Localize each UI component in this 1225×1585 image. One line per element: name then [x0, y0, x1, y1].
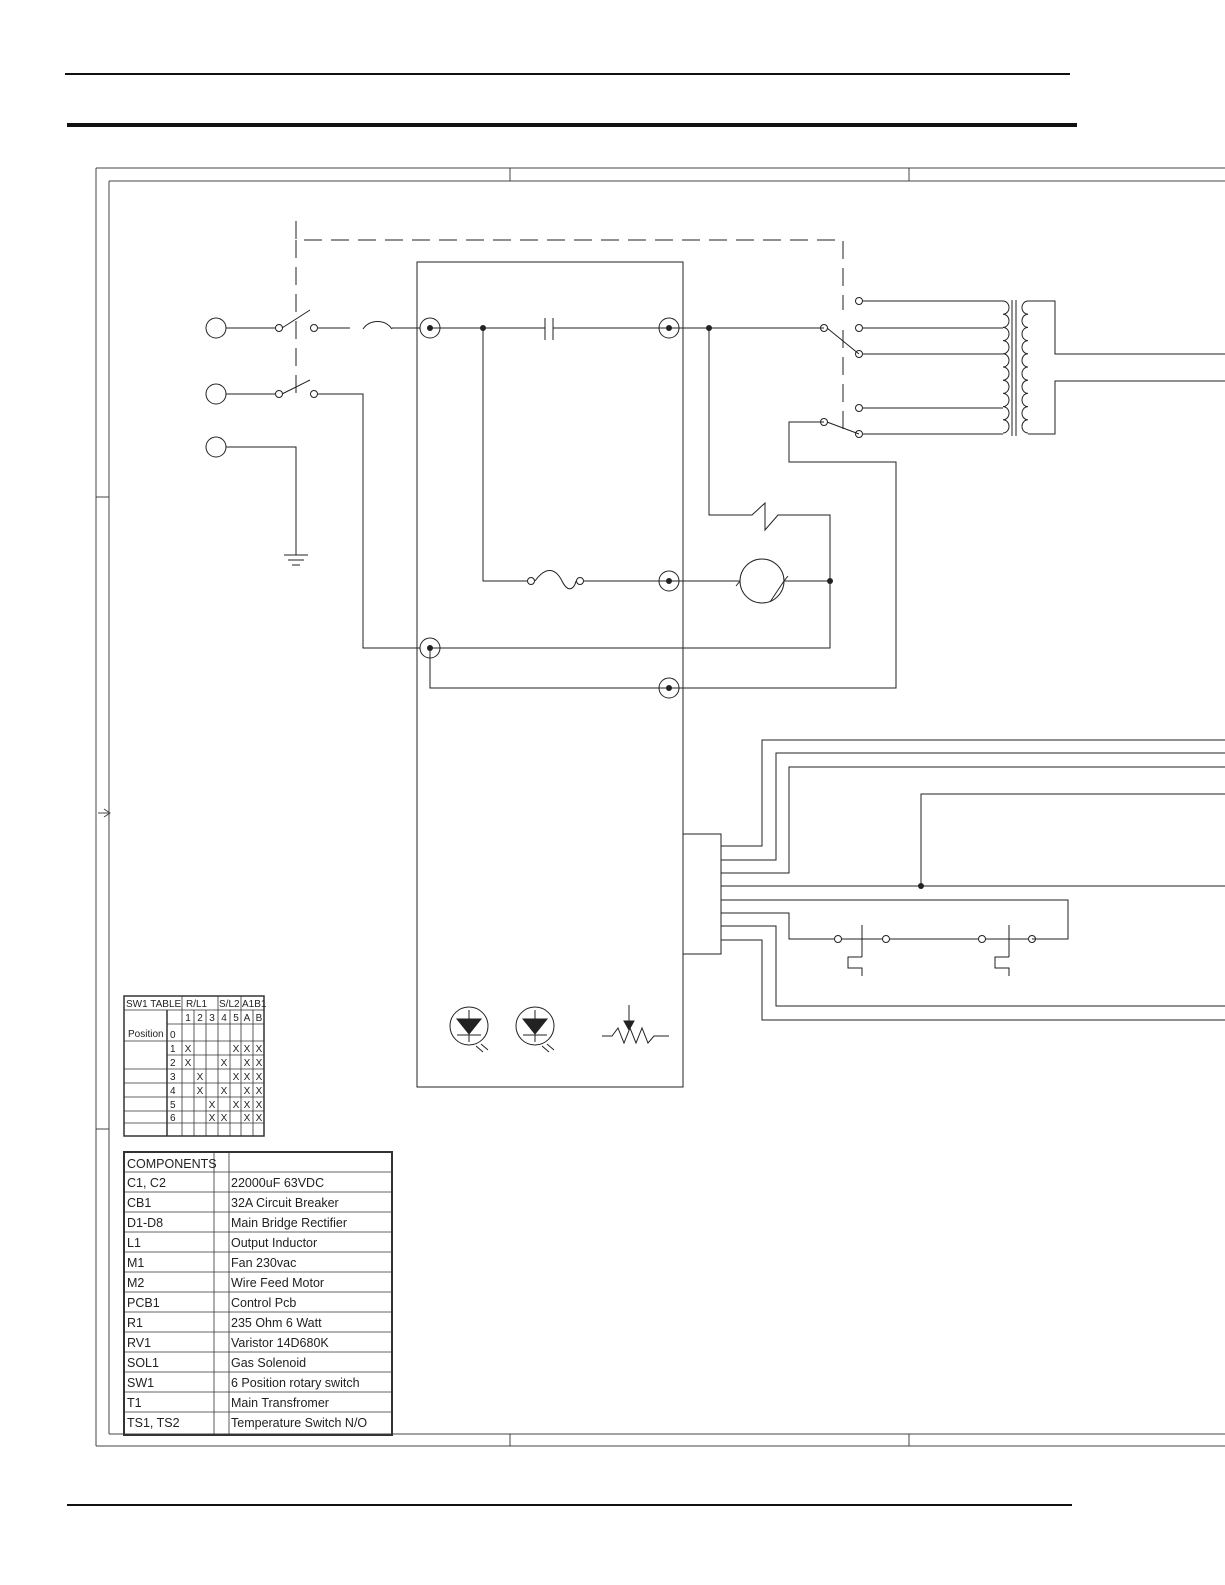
component-desc: Main Transfromer — [231, 1396, 329, 1410]
led-1 — [449, 1006, 489, 1046]
sw1-column-header: A — [244, 1013, 251, 1024]
sw1-mark: X — [256, 1044, 263, 1055]
sw1-position: 1 — [170, 1044, 176, 1055]
earth-terminal — [205, 436, 227, 458]
sw1-mark: X — [185, 1044, 192, 1055]
component-desc: Fan 230vac — [231, 1256, 296, 1270]
sw1-mark: X — [185, 1058, 192, 1069]
pcb-outline — [416, 261, 684, 1088]
component-desc: Output Inductor — [231, 1236, 317, 1250]
component-ref: R1 — [127, 1316, 143, 1330]
sw1-column-header: 2 — [197, 1013, 203, 1024]
sw1-column-header: 4 — [221, 1013, 227, 1024]
sw1-column-header: 3 — [209, 1013, 215, 1024]
component-ref: C1, C2 — [127, 1176, 166, 1190]
sw1-mark: X — [244, 1072, 251, 1083]
sw1-mark: X — [244, 1058, 251, 1069]
component-ref: D1-D8 — [127, 1216, 163, 1230]
transformer-primary — [1002, 300, 1010, 434]
component-desc: 32A Circuit Breaker — [231, 1196, 339, 1210]
sw1-position: 4 — [170, 1086, 176, 1097]
sw1-mark: X — [256, 1058, 263, 1069]
component-desc: Wire Feed Motor — [231, 1276, 324, 1290]
sw1-mark: X — [256, 1100, 263, 1111]
sw1-group-header: S/L2 — [219, 999, 240, 1010]
component-desc: Control Pcb — [231, 1296, 296, 1310]
sw1-column-header: 1 — [185, 1013, 191, 1024]
led-2 — [515, 1006, 555, 1046]
sw1-mark: X — [209, 1100, 216, 1111]
components-header: COMPONENTS — [127, 1157, 217, 1171]
component-ref: SOL1 — [127, 1356, 159, 1370]
fan-motor — [739, 558, 785, 604]
sw1-mark: X — [197, 1072, 204, 1083]
component-desc: 6 Position rotary switch — [231, 1376, 360, 1390]
sw1-column-header: B — [256, 1013, 263, 1024]
component-ref: PCB1 — [127, 1296, 160, 1310]
sw1-mark: X — [197, 1086, 204, 1097]
pcb-connector — [682, 833, 722, 955]
component-desc: Gas Solenoid — [231, 1356, 306, 1370]
component-desc: 235 Ohm 6 Watt — [231, 1316, 322, 1330]
component-desc: Temperature Switch N/O — [231, 1416, 367, 1430]
component-ref: CB1 — [127, 1196, 151, 1210]
sw1-position: 5 — [170, 1100, 176, 1111]
component-desc: Varistor 14D680K — [231, 1336, 329, 1350]
component-ref: L1 — [127, 1236, 141, 1250]
sw1-mark: X — [209, 1113, 216, 1124]
sw1-row-label: Position — [128, 1029, 164, 1040]
sw1-position: 0 — [170, 1030, 176, 1041]
components-table: COMPONENTS C1, C2 22000uF 63VDC CB1 32A Cir… — [123, 1151, 393, 1436]
sw1-mark: X — [221, 1058, 228, 1069]
mains-terminal-1 — [205, 317, 227, 339]
sw1-mark: X — [244, 1044, 251, 1055]
component-ref: SW1 — [127, 1376, 154, 1390]
component-ref: M1 — [127, 1256, 144, 1270]
component-ref: T1 — [127, 1396, 142, 1410]
sw1-mark: X — [233, 1100, 240, 1111]
sw1-mark: X — [256, 1072, 263, 1083]
sw1-mark: X — [244, 1113, 251, 1124]
component-ref: RV1 — [127, 1336, 151, 1350]
sw1-position: 6 — [170, 1113, 176, 1124]
sw1-mark: X — [256, 1113, 263, 1124]
drawing-frame — [95, 167, 1225, 1447]
potentiometer — [602, 1026, 669, 1045]
sw1-mark: X — [221, 1113, 228, 1124]
sw1-mark: X — [256, 1086, 263, 1097]
sw1-table-title: SW1 TABLE — [126, 999, 182, 1010]
sw1-position: 3 — [170, 1072, 176, 1083]
sw1-group-header: A1B1 — [242, 999, 267, 1010]
component-ref: TS1, TS2 — [127, 1416, 180, 1430]
sw1-mark: X — [221, 1086, 228, 1097]
mains-terminal-2 — [205, 383, 227, 405]
sw1-position: 2 — [170, 1058, 176, 1069]
component-ref: M2 — [127, 1276, 144, 1290]
sw1-mark: X — [233, 1072, 240, 1083]
component-desc: 22000uF 63VDC — [231, 1176, 324, 1190]
sw1-group-header: R/L1 — [186, 999, 208, 1010]
sw1-column-header: 5 — [233, 1013, 239, 1024]
sw1-mark: X — [244, 1086, 251, 1097]
component-desc: Main Bridge Rectifier — [231, 1216, 347, 1230]
sw1-mark: X — [244, 1100, 251, 1111]
junction-dots — [427, 325, 924, 889]
transformer-secondary — [1021, 300, 1029, 434]
circuit-wiring — [205, 221, 1225, 1088]
sw1-mark: X — [233, 1044, 240, 1055]
